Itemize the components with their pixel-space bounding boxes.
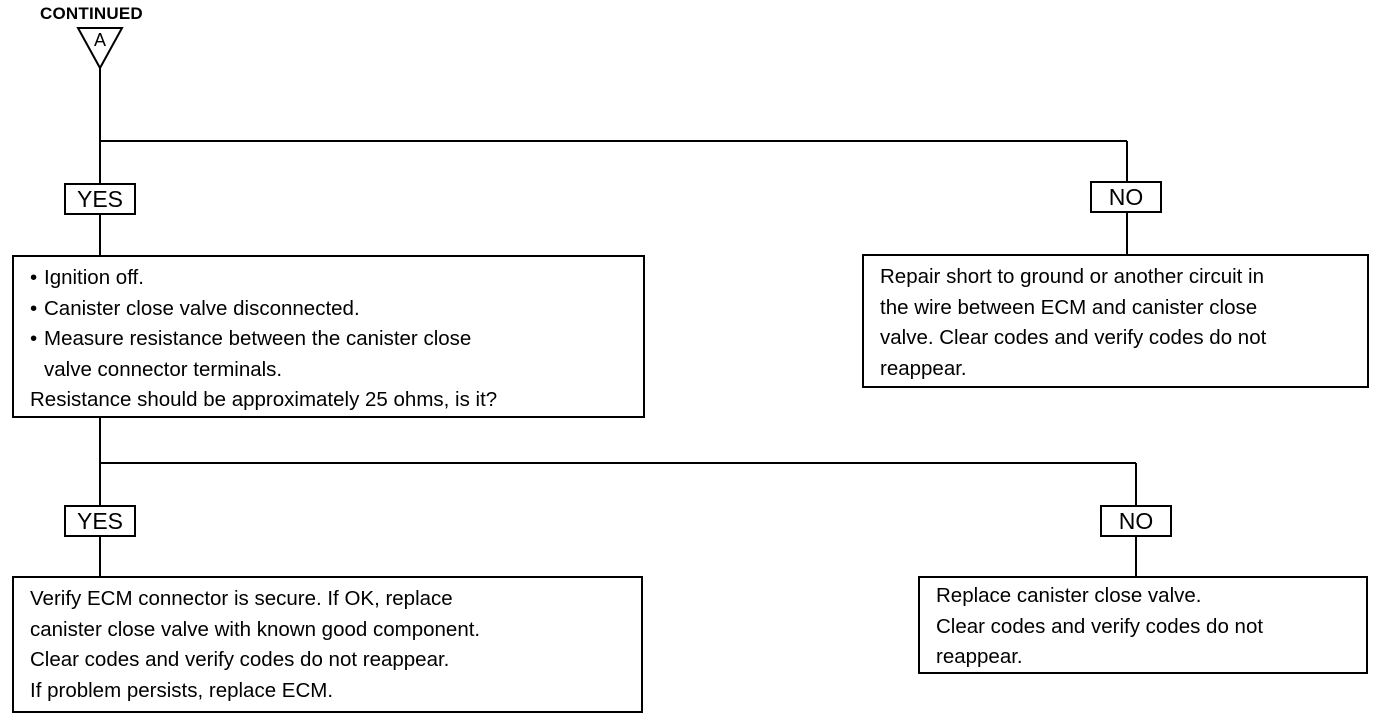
continuation-triangle — [76, 27, 124, 71]
branch-1-yes-tag: YES — [64, 183, 136, 215]
verify-ecm-box: Verify ECM connector is secure. If OK, r… — [12, 576, 643, 713]
repair-short-line: the wire between ECM and canister close — [880, 295, 1258, 319]
check-step-ignition-off: Ignition off. — [30, 263, 631, 294]
verify-ecm-line: canister close valve with known good com… — [30, 617, 481, 641]
replace-valve-line: Replace canister close valve. — [936, 584, 1202, 607]
continued-heading: CONTINUED — [40, 4, 143, 23]
branch-2-yes-tag: YES — [64, 505, 136, 537]
verify-ecm-line: Verify ECM connector is secure. If OK, r… — [30, 587, 453, 610]
branch-1-no-tag: NO — [1090, 181, 1162, 213]
replace-valve-box: Replace canister close valve. Clear code… — [918, 576, 1368, 674]
repair-short-box: Repair short to ground or another circui… — [862, 254, 1369, 388]
verify-ecm-line: Clear codes and verify codes do not reap… — [30, 648, 450, 671]
connector-letter: A — [93, 30, 106, 50]
verify-ecm-line: If problem persists, replace ECM. — [30, 678, 334, 702]
repair-short-line: valve. Clear codes and verify codes do n… — [880, 326, 1267, 349]
check-step-measure-resistance: Measure resistance between the canister … — [30, 324, 631, 355]
repair-short-line: reappear. — [880, 356, 967, 380]
check-step-valve-disconnected: Canister close valve disconnected. — [30, 294, 631, 325]
branch-2-no-tag: NO — [1100, 505, 1172, 537]
check-step-measure-continuation: valve connector terminals. — [44, 357, 283, 381]
repair-short-line: Repair short to ground or another circui… — [880, 265, 1265, 288]
replace-valve-line: Clear codes and verify codes do not — [936, 614, 1264, 638]
replace-valve-line: reappear. — [936, 645, 1023, 668]
check-question: Resistance should be approximately 25 oh… — [30, 388, 498, 411]
resistance-check-box: Ignition off. Canister close valve disco… — [12, 255, 645, 418]
